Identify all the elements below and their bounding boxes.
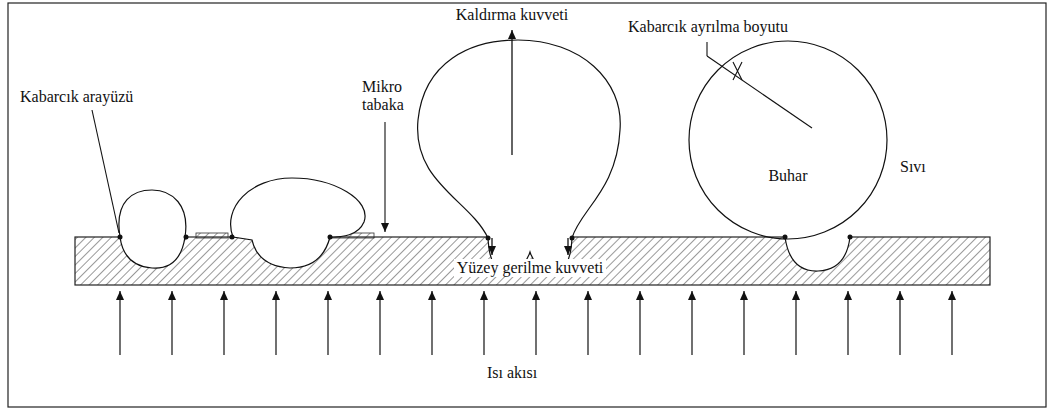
heat-flux-arrow	[535, 291, 536, 355]
heat-flux-label: Isı akısı	[487, 364, 537, 382]
heat-flux-arrow	[327, 291, 328, 355]
heat-flux-arrow	[587, 291, 588, 355]
vapor-bubble: Buhar	[688, 40, 888, 240]
heat-flux-arrow	[847, 291, 848, 355]
heat-flux-arrow	[691, 291, 692, 355]
bubble-outline	[688, 40, 888, 240]
force-label: Yüzey gerilme kuvveti	[454, 259, 607, 277]
medium-label: Sıvı	[900, 158, 926, 176]
heat-flux-arrow	[743, 291, 744, 355]
force-label: Kaldırma kuvveti	[453, 6, 571, 24]
heat-flux-arrow	[379, 291, 380, 355]
heat-flux-arrow	[951, 291, 952, 355]
heat-flux-arrow	[171, 291, 172, 355]
heat-flux-arrow	[119, 291, 120, 355]
node-text: Buhar	[768, 167, 807, 185]
callout-label: Kabarcık arayüzü	[20, 88, 133, 106]
heat-flux-arrow	[223, 291, 224, 355]
heat-flux-arrow	[483, 291, 484, 355]
heat-flux-arrow	[795, 291, 796, 355]
callout-label: Kabarcık ayrılma boyutu	[628, 18, 788, 36]
heat-flux-arrow	[431, 291, 432, 355]
heat-flux-arrow	[639, 291, 640, 355]
heat-flux-arrow	[899, 291, 900, 355]
heat-flux-arrow	[275, 291, 276, 355]
callout-label: Mikro tabaka	[362, 78, 418, 115]
